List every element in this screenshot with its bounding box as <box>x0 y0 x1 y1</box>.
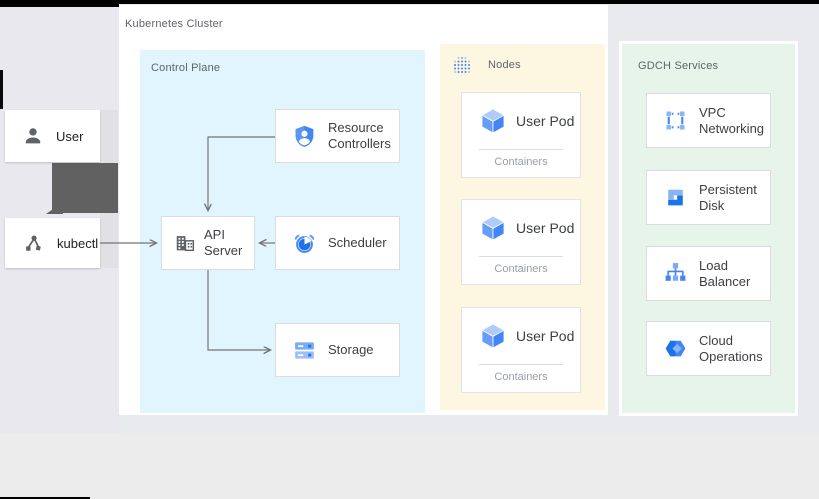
user-pod-label: User Pod <box>516 328 575 344</box>
pod-divider <box>479 256 563 257</box>
vpc-networking-box: VPC Networking <box>646 93 771 148</box>
user-to-kubectl-thick-arrow <box>52 163 118 213</box>
cloud-operations-icon <box>665 340 686 357</box>
top-black-bar <box>0 0 819 4</box>
storage-box: Storage <box>275 323 400 377</box>
control-plane-label: Control Plane <box>151 62 221 74</box>
api-server-box: API Server <box>161 216 255 270</box>
control-plane-panel: Control Plane Resource Controllers <box>140 50 425 413</box>
left-edge-black-mark <box>0 70 3 109</box>
vpc-networking-icon <box>665 110 686 131</box>
load-balancer-icon <box>665 263 686 281</box>
pod-divider <box>479 364 563 365</box>
person-icon <box>25 128 41 144</box>
containers-label: Containers <box>494 371 548 383</box>
nodes-header: Nodes <box>453 56 521 74</box>
user-pod-box: User Pod Containers <box>461 199 581 285</box>
kubernetes-cluster-label: Kubernetes Cluster <box>125 18 223 30</box>
user-pod-box: User Pod Containers <box>461 92 581 178</box>
cloud-operations-box: Cloud Operations <box>646 321 771 376</box>
pod-divider <box>479 149 563 150</box>
pod-cube-icon <box>481 215 505 241</box>
containers-label: Containers <box>494 263 548 275</box>
storage-stack-icon <box>295 341 314 359</box>
user-label: User <box>56 128 84 144</box>
kubectl-icon <box>26 235 41 251</box>
resource-controllers-box: Resource Controllers <box>275 109 400 163</box>
shield-person-icon <box>295 125 314 147</box>
storage-label: Storage <box>328 342 374 357</box>
vpc-networking-label: VPC Networking <box>699 104 765 136</box>
containers-label: Containers <box>494 156 548 168</box>
load-balancer-box: Load Balancer <box>646 246 771 301</box>
user-pod-box: User Pod Containers <box>461 307 581 393</box>
load-balancer-label: Load Balancer <box>699 257 751 289</box>
top-black-bar-left <box>0 0 119 7</box>
nodes-label: Nodes <box>488 59 521 71</box>
nodes-panel: Nodes User Pod Containers <box>440 44 605 410</box>
persistent-disk-box: Persistent Disk <box>646 170 771 225</box>
kubectl-box: kubectl <box>5 218 100 268</box>
user-pod-label: User Pod <box>516 220 575 236</box>
resource-controllers-label: Resource Controllers <box>328 120 391 151</box>
user-pod-label: User Pod <box>516 113 575 129</box>
pod-cube-icon <box>481 108 505 134</box>
gdch-services-panel: GDCH Services VPC Networking Persistent … <box>622 44 795 413</box>
api-server-label: API Server <box>204 227 243 258</box>
pod-cube-icon <box>481 323 505 349</box>
kubectl-label: kubectl <box>57 235 99 251</box>
user-box: User <box>5 110 100 162</box>
persistent-disk-icon <box>668 189 683 206</box>
dot-grid-icon <box>454 57 470 73</box>
gdch-services-label: GDCH Services <box>638 60 719 72</box>
scheduler-label: Scheduler <box>328 235 387 250</box>
cloud-operations-label: Cloud Operations <box>699 332 763 364</box>
persistent-disk-label: Persistent Disk <box>699 181 757 213</box>
scheduler-clock-icon <box>294 234 315 253</box>
scheduler-box: Scheduler <box>275 216 400 270</box>
bottom-black-bar <box>0 497 90 499</box>
api-server-building-icon <box>176 236 195 252</box>
